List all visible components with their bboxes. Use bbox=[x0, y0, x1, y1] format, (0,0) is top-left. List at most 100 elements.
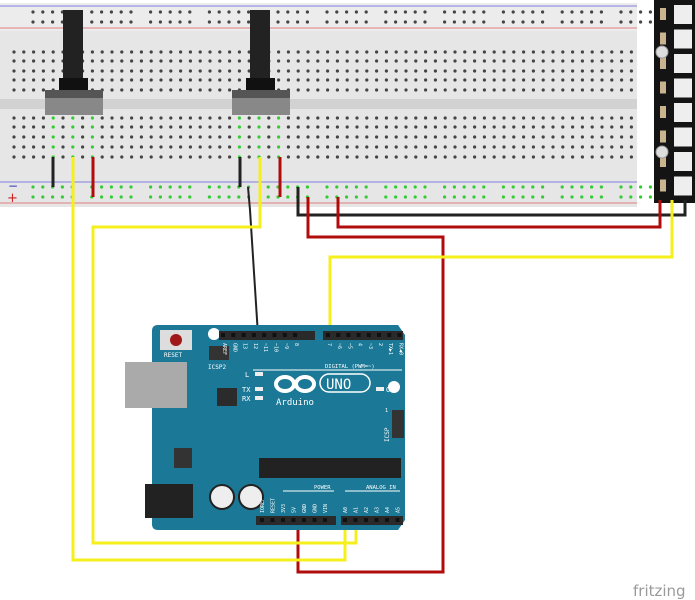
breadboard-hole[interactable] bbox=[561, 125, 565, 129]
breadboard-hole[interactable] bbox=[208, 59, 212, 63]
breadboard-hole[interactable] bbox=[120, 145, 124, 149]
breadboard-hole[interactable] bbox=[531, 69, 536, 73]
rail-hole[interactable] bbox=[345, 185, 349, 189]
breadboard-hole[interactable] bbox=[443, 59, 447, 63]
breadboard-hole[interactable] bbox=[306, 135, 310, 139]
breadboard-hole[interactable] bbox=[188, 135, 192, 139]
rail-hole[interactable] bbox=[90, 10, 94, 14]
breadboard-hole[interactable] bbox=[130, 135, 134, 139]
breadboard-hole[interactable] bbox=[306, 88, 310, 92]
breadboard-hole[interactable] bbox=[41, 69, 46, 73]
breadboard-hole[interactable] bbox=[404, 135, 408, 139]
breadboard-hole[interactable] bbox=[580, 135, 585, 139]
breadboard-hole[interactable] bbox=[610, 59, 614, 63]
breadboard-hole[interactable] bbox=[61, 116, 65, 120]
breadboard-hole[interactable] bbox=[61, 135, 65, 139]
breadboard-hole[interactable] bbox=[384, 50, 388, 54]
breadboard-hole[interactable] bbox=[404, 145, 408, 149]
breadboard-hole[interactable] bbox=[473, 155, 477, 159]
rail-hole[interactable] bbox=[354, 195, 358, 199]
breadboard-hole[interactable] bbox=[531, 88, 536, 92]
pin-socket[interactable] bbox=[241, 333, 246, 337]
breadboard-hole[interactable] bbox=[512, 78, 516, 82]
rail-hole[interactable] bbox=[119, 195, 123, 199]
breadboard-hole[interactable] bbox=[610, 155, 614, 159]
breadboard-hole[interactable] bbox=[139, 116, 143, 120]
breadboard-hole[interactable] bbox=[502, 125, 506, 129]
breadboard-hole[interactable] bbox=[120, 78, 124, 82]
rail-hole[interactable] bbox=[286, 185, 290, 189]
breadboard-hole[interactable] bbox=[394, 135, 398, 139]
breadboard-hole[interactable] bbox=[110, 125, 114, 129]
breadboard-hole[interactable] bbox=[237, 69, 241, 73]
breadboard-hole[interactable] bbox=[384, 116, 388, 120]
rail-hole[interactable] bbox=[560, 195, 564, 199]
breadboard-hole[interactable] bbox=[81, 116, 85, 120]
breadboard-hole[interactable] bbox=[257, 145, 261, 149]
breadboard-hole[interactable] bbox=[159, 125, 163, 129]
breadboard-hole[interactable] bbox=[590, 155, 594, 159]
breadboard-hole[interactable] bbox=[610, 50, 614, 54]
breadboard-hole[interactable] bbox=[394, 59, 398, 63]
pin-socket[interactable] bbox=[353, 518, 358, 522]
breadboard-hole[interactable] bbox=[629, 69, 634, 73]
breadboard-hole[interactable] bbox=[600, 88, 604, 92]
breadboard-hole[interactable] bbox=[375, 59, 379, 63]
breadboard-hole[interactable] bbox=[463, 59, 467, 63]
breadboard-hole[interactable] bbox=[169, 125, 173, 129]
breadboard-hole[interactable] bbox=[326, 125, 330, 129]
breadboard-hole[interactable] bbox=[610, 145, 614, 149]
breadboard-hole[interactable] bbox=[561, 59, 565, 63]
breadboard-hole[interactable] bbox=[22, 78, 26, 82]
breadboard-hole[interactable] bbox=[188, 88, 192, 92]
breadboard-hole[interactable] bbox=[198, 50, 202, 54]
rail-hole[interactable] bbox=[129, 10, 133, 14]
breadboard-hole[interactable] bbox=[414, 135, 418, 139]
breadboard-hole[interactable] bbox=[492, 135, 496, 139]
breadboard-hole[interactable] bbox=[522, 125, 526, 129]
breadboard-hole[interactable] bbox=[620, 78, 624, 82]
breadboard-hole[interactable] bbox=[394, 116, 398, 120]
rail-hole[interactable] bbox=[599, 20, 604, 24]
rail-hole[interactable] bbox=[501, 195, 505, 199]
breadboard-hole[interactable] bbox=[580, 125, 585, 129]
breadboard-hole[interactable] bbox=[120, 59, 124, 63]
breadboard-hole[interactable] bbox=[502, 116, 506, 120]
breadboard-hole[interactable] bbox=[424, 135, 428, 139]
rail-hole[interactable] bbox=[619, 185, 623, 189]
breadboard-hole[interactable] bbox=[424, 78, 428, 82]
breadboard-hole[interactable] bbox=[433, 145, 437, 149]
breadboard-hole[interactable] bbox=[443, 50, 447, 54]
rail-hole[interactable] bbox=[276, 20, 280, 24]
breadboard-hole[interactable] bbox=[247, 50, 251, 54]
breadboard-hole[interactable] bbox=[198, 155, 202, 159]
rail-hole[interactable] bbox=[31, 185, 35, 189]
rail-hole[interactable] bbox=[384, 195, 388, 199]
rail-hole[interactable] bbox=[100, 10, 104, 14]
breadboard-hole[interactable] bbox=[424, 88, 428, 92]
breadboard-hole[interactable] bbox=[571, 59, 575, 63]
rail-hole[interactable] bbox=[354, 185, 358, 189]
rail-hole[interactable] bbox=[541, 195, 545, 199]
pin-socket[interactable] bbox=[282, 333, 287, 337]
breadboard-hole[interactable] bbox=[473, 50, 477, 54]
rail-hole[interactable] bbox=[501, 10, 505, 14]
rail-hole[interactable] bbox=[599, 185, 604, 189]
rail-hole[interactable] bbox=[168, 185, 172, 189]
breadboard-hole[interactable] bbox=[492, 78, 496, 82]
breadboard-hole[interactable] bbox=[365, 59, 369, 63]
breadboard-hole[interactable] bbox=[198, 135, 202, 139]
breadboard-hole[interactable] bbox=[414, 116, 418, 120]
breadboard-hole[interactable] bbox=[316, 50, 320, 54]
rail-hole[interactable] bbox=[168, 20, 172, 24]
rail-hole[interactable] bbox=[325, 185, 329, 189]
breadboard-hole[interactable] bbox=[492, 59, 496, 63]
pin-socket[interactable] bbox=[346, 333, 351, 337]
breadboard-hole[interactable] bbox=[335, 59, 339, 63]
breadboard-hole[interactable] bbox=[198, 78, 202, 82]
rail-hole[interactable] bbox=[472, 20, 476, 24]
breadboard-hole[interactable] bbox=[326, 50, 330, 54]
breadboard-hole[interactable] bbox=[267, 116, 271, 120]
breadboard-hole[interactable] bbox=[90, 69, 94, 73]
